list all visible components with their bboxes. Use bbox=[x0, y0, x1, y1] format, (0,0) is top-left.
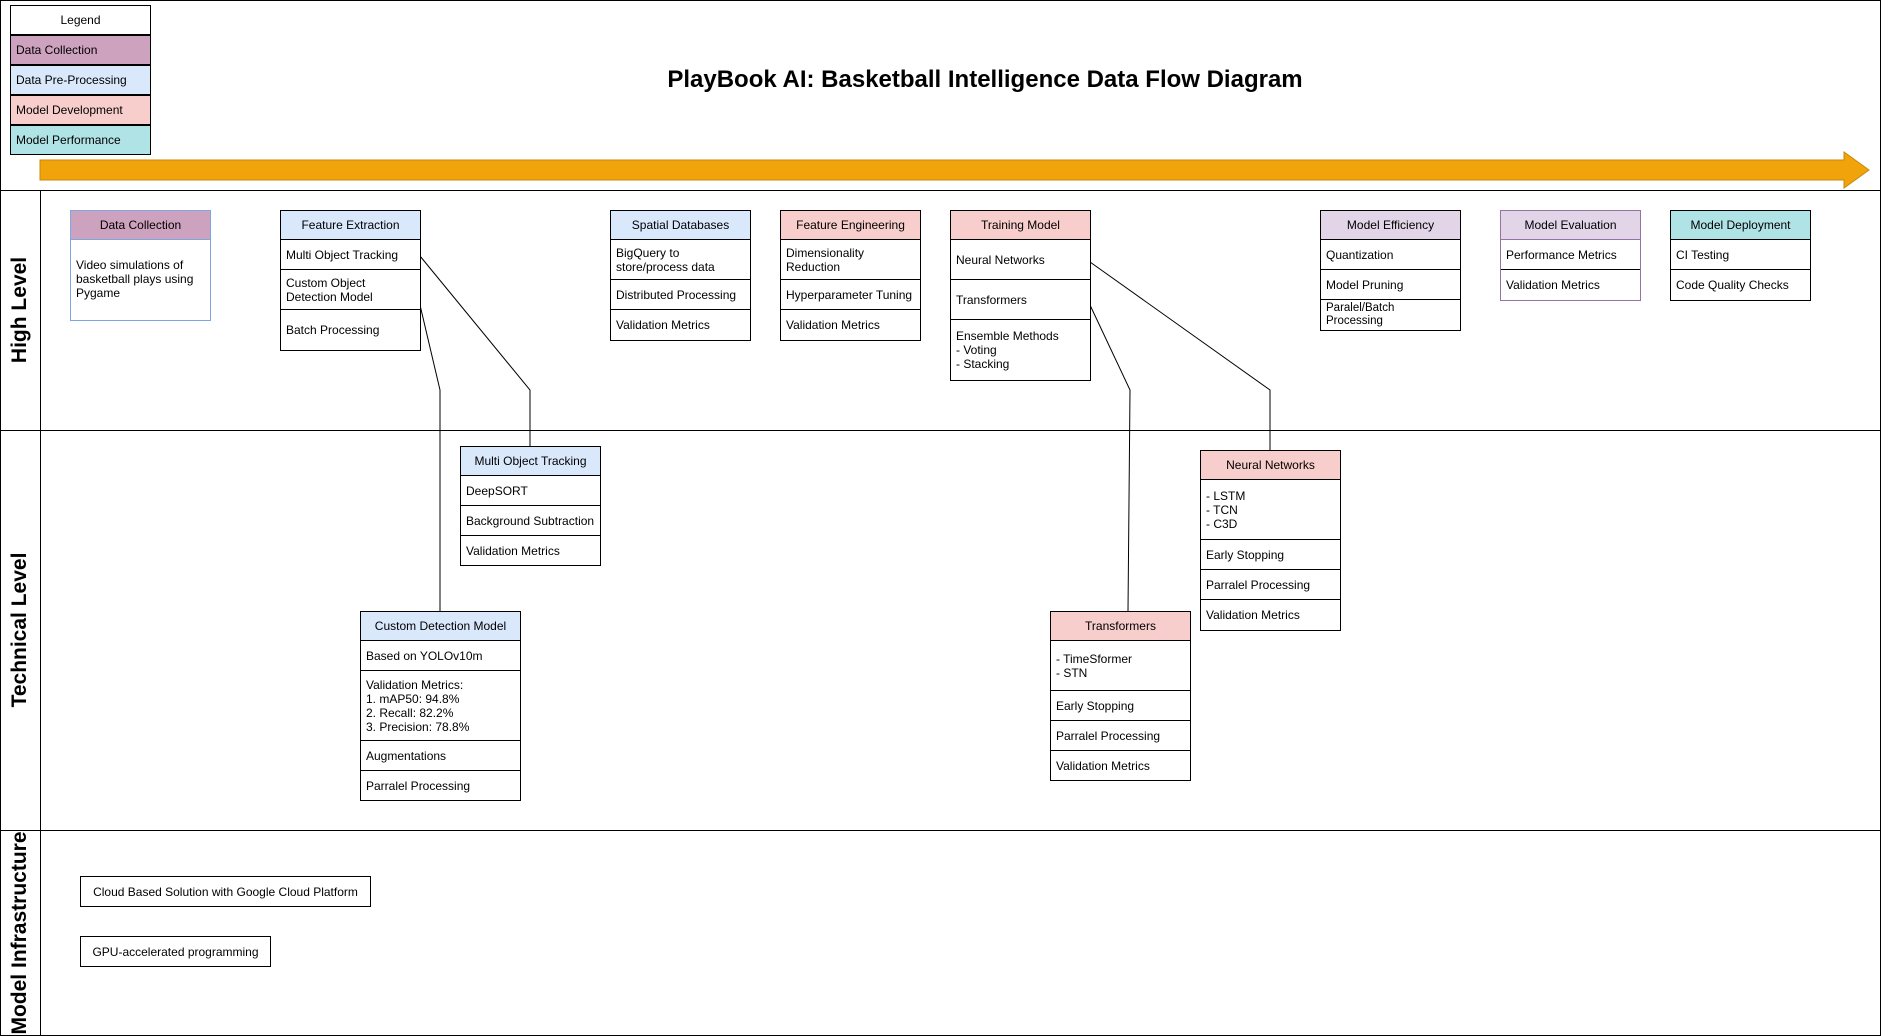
box-row: Based on YOLOv10m bbox=[361, 641, 520, 671]
box-row: Augmentations bbox=[361, 741, 520, 771]
box-row: Validation Metrics bbox=[1056, 759, 1150, 773]
box-row: Validation Metrics bbox=[786, 318, 880, 332]
box-header: Custom Detection Model bbox=[361, 612, 520, 641]
connector-fe-to-mot bbox=[419, 255, 531, 446]
box-row: DeepSORT bbox=[461, 476, 600, 506]
box-row: Neural Networks bbox=[951, 240, 1090, 280]
box-row: - TimeSformer - STN bbox=[1051, 641, 1190, 691]
box-row: Hyperparameter Tuning bbox=[781, 280, 920, 310]
box-row: Validation Metrics bbox=[466, 544, 560, 558]
box-row: Code Quality Checks bbox=[1676, 278, 1789, 292]
box-header: Model Efficiency bbox=[1321, 211, 1460, 240]
box-model-efficiency: Model Efficiency Quantization Model Prun… bbox=[1320, 210, 1461, 331]
lane-divider-high bbox=[0, 190, 1881, 191]
box-row: BigQuery to store/process data bbox=[611, 240, 750, 280]
box-header: Spatial Databases bbox=[611, 211, 750, 240]
box-row: Distributed Processing bbox=[611, 280, 750, 310]
box-row: - LSTM - TCN - C3D bbox=[1201, 480, 1340, 540]
box-multi-object-tracking: Multi Object Tracking DeepSORT Backgroun… bbox=[460, 446, 601, 566]
box-row: Quantization bbox=[1321, 240, 1460, 270]
box-row: Validation Metrics bbox=[1206, 608, 1300, 622]
box-model-evaluation: Model Evaluation Performance Metrics Val… bbox=[1500, 210, 1641, 301]
box-header: Transformers bbox=[1051, 612, 1190, 641]
box-row: Parralel Processing bbox=[1201, 570, 1340, 600]
box-header: Training Model bbox=[951, 211, 1090, 240]
legend-item-data-collection: Data Collection bbox=[10, 35, 151, 65]
box-custom-detection-model: Custom Detection Model Based on YOLOv10m… bbox=[360, 611, 521, 801]
box-neural-networks: Neural Networks - LSTM - TCN - C3D Early… bbox=[1200, 450, 1341, 631]
box-header: Model Evaluation bbox=[1501, 211, 1640, 240]
lane-divider-technical bbox=[0, 430, 1881, 431]
box-body: Video simulations of basketball plays us… bbox=[76, 258, 194, 300]
timeline-arrow bbox=[39, 151, 1870, 189]
legend-item-pre-processing: Data Pre-Processing bbox=[10, 65, 151, 95]
connector-fe-to-cdm bbox=[419, 304, 441, 611]
box-spatial-databases: Spatial Databases BigQuery to store/proc… bbox=[610, 210, 751, 341]
legend-item-model-development: Model Development bbox=[10, 95, 151, 125]
box-header: Data Collection bbox=[71, 211, 210, 240]
box-row: Validation Metrics bbox=[1506, 278, 1600, 292]
box-header: Neural Networks bbox=[1201, 451, 1340, 480]
box-row: Multi Object Tracking bbox=[281, 240, 420, 270]
box-header: Feature Engineering bbox=[781, 211, 920, 240]
box-header: Multi Object Tracking bbox=[461, 447, 600, 476]
box-row: Parralel Processing bbox=[1051, 721, 1190, 751]
box-row: CI Testing bbox=[1671, 240, 1810, 270]
box-row: Early Stopping bbox=[1051, 691, 1190, 721]
box-row: Early Stopping bbox=[1201, 540, 1340, 570]
box-feature-engineering: Feature Engineering Dimensionality Reduc… bbox=[780, 210, 921, 341]
infra-gpu-programming: GPU-accelerated programming bbox=[80, 936, 271, 967]
box-row: Parralel Processing bbox=[366, 779, 471, 793]
box-row: Model Pruning bbox=[1321, 270, 1460, 300]
box-row: Performance Metrics bbox=[1501, 240, 1640, 270]
box-row: Validation Metrics bbox=[616, 318, 710, 332]
box-row: Paralel/Batch Processing bbox=[1326, 302, 1395, 327]
box-transformers: Transformers - TimeSformer - STN Early S… bbox=[1050, 611, 1191, 781]
legend-item-model-performance: Model Performance bbox=[10, 125, 151, 155]
legend-title: Legend bbox=[10, 5, 151, 35]
box-header: Feature Extraction bbox=[281, 211, 420, 240]
box-row: Transformers bbox=[951, 280, 1090, 320]
box-row: Validation Metrics: 1. mAP50: 94.8% 2. R… bbox=[361, 671, 520, 741]
lane-divider-infra bbox=[0, 830, 1881, 831]
box-feature-extraction: Feature Extraction Multi Object Tracking… bbox=[280, 210, 421, 351]
box-row: Batch Processing bbox=[286, 323, 380, 337]
box-data-collection: Data Collection Video simulations of bas… bbox=[70, 210, 211, 321]
box-row: Ensemble Methods - Voting - Stacking bbox=[956, 329, 1059, 371]
timeline-arrow-shape bbox=[39, 151, 1870, 189]
box-row: Dimensionality Reduction bbox=[781, 240, 920, 280]
box-header: Model Deployment bbox=[1671, 211, 1810, 240]
box-row: Background Subtraction bbox=[461, 506, 600, 536]
page-title: PlayBook AI: Basketball Intelligence Dat… bbox=[667, 66, 1303, 93]
connector-training-to-transformers bbox=[1089, 304, 1131, 612]
box-model-deployment: Model Deployment CI Testing Code Quality… bbox=[1670, 210, 1811, 301]
box-row: Custom Object Detection Model bbox=[281, 270, 420, 310]
box-training-model: Training Model Neural Networks Transform… bbox=[950, 210, 1091, 381]
connector-training-to-neural bbox=[1089, 261, 1271, 450]
lane-label-column-divider bbox=[40, 190, 41, 1036]
infra-cloud-platform: Cloud Based Solution with Google Cloud P… bbox=[80, 876, 371, 907]
